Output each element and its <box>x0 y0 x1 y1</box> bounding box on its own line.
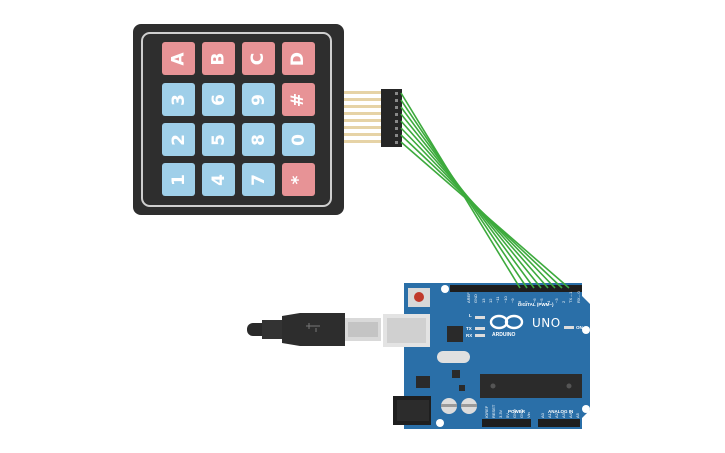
key-7[interactable]: 7 <box>242 163 275 196</box>
pin-label: RESET <box>491 404 496 418</box>
pin-label: 7 <box>524 300 530 303</box>
pin-label: GND <box>512 409 517 418</box>
pin-label: 3.3V <box>498 409 503 418</box>
pin-label: A3 <box>561 413 566 418</box>
key-3[interactable]: 3 <box>162 83 195 116</box>
key-label: 2 <box>168 133 189 146</box>
pin-label: TX→1 <box>568 291 574 303</box>
digital-header-label: DIGITAL (PWM~) <box>518 302 554 307</box>
pin-label: ~3 <box>553 298 559 303</box>
pin-label: 5V <box>505 413 510 418</box>
led-on-label: ON <box>576 325 583 330</box>
arduino-uno-board[interactable] <box>383 283 590 429</box>
pin-label: ~6 <box>531 298 537 303</box>
key-hash[interactable]: # <box>282 83 315 116</box>
key-label: 6 <box>208 93 229 106</box>
keypad-ribbon-pins <box>344 91 382 143</box>
pin-label: ~5 <box>539 298 544 303</box>
key-label: 8 <box>248 133 269 146</box>
keypad-connector[interactable] <box>381 89 402 147</box>
key-label: C <box>248 52 269 65</box>
pin-label: A4 <box>568 413 573 418</box>
pin-label: ~9 <box>509 298 515 303</box>
key-label: 9 <box>248 93 269 106</box>
key-c[interactable]: C <box>242 42 275 75</box>
key-1[interactable]: 1 <box>162 163 195 196</box>
pin-label: A5 <box>575 413 580 418</box>
key-6[interactable]: 6 <box>202 83 235 116</box>
key-label: 4 <box>208 173 229 186</box>
key-label: 3 <box>168 93 189 106</box>
key-9[interactable]: 9 <box>242 83 275 116</box>
analog-header-label: ANALOG IN <box>548 409 574 414</box>
key-star[interactable]: * <box>282 163 315 196</box>
keypad-wires[interactable] <box>400 92 570 289</box>
key-label: 5 <box>208 133 229 146</box>
pin-label: IOREF <box>484 405 489 418</box>
led-tx-label: TX <box>466 326 472 331</box>
pin-label: A2 <box>554 413 559 418</box>
pin-label: 8 <box>517 300 523 303</box>
key-label: 7 <box>248 173 269 186</box>
key-0[interactable]: 0 <box>282 123 315 156</box>
pin-label: ~10 <box>502 296 508 303</box>
key-4[interactable]: 4 <box>202 163 235 196</box>
key-8[interactable]: 8 <box>242 123 275 156</box>
key-label: A <box>168 51 189 66</box>
key-2[interactable]: 2 <box>162 123 195 156</box>
led-l-label: L <box>469 313 472 318</box>
key-label: 1 <box>168 173 189 186</box>
pin-label: GND <box>519 409 524 418</box>
pin-label: A0 <box>540 413 545 418</box>
pin-label: 4 <box>546 300 552 303</box>
key-5[interactable]: 5 <box>202 123 235 156</box>
key-label: 0 <box>288 133 309 146</box>
key-label: B <box>208 52 229 65</box>
keypad-frame <box>141 32 332 207</box>
key-label: D <box>288 51 309 66</box>
membrane-keypad-4x4[interactable]: A B C D 3 6 9 #2 5 8 0 1 4 7 * <box>133 24 344 215</box>
pin-label: GND <box>473 294 479 303</box>
pin-label: Vin <box>526 412 531 418</box>
power-header-label: POWER <box>508 409 526 414</box>
pin-label: 13 <box>480 298 486 303</box>
pin-label: 12 <box>487 298 493 303</box>
led-rx-label: RX <box>466 333 473 338</box>
key-d[interactable]: D <box>282 42 315 75</box>
board-model-label: UNO <box>532 316 561 330</box>
key-label: * <box>288 175 309 184</box>
pin-label: ~11 <box>495 296 501 304</box>
key-a[interactable]: A <box>162 42 195 75</box>
key-b[interactable]: B <box>202 42 235 75</box>
usb-cable[interactable] <box>247 313 381 346</box>
pin-label: RX←0 <box>575 291 581 303</box>
pin-label: AREF <box>466 292 471 303</box>
pin-label: 2 <box>560 300 566 303</box>
pin-label: A1 <box>547 413 552 418</box>
key-label: # <box>288 92 309 107</box>
board-brand-label: ARDUINO <box>492 332 516 338</box>
